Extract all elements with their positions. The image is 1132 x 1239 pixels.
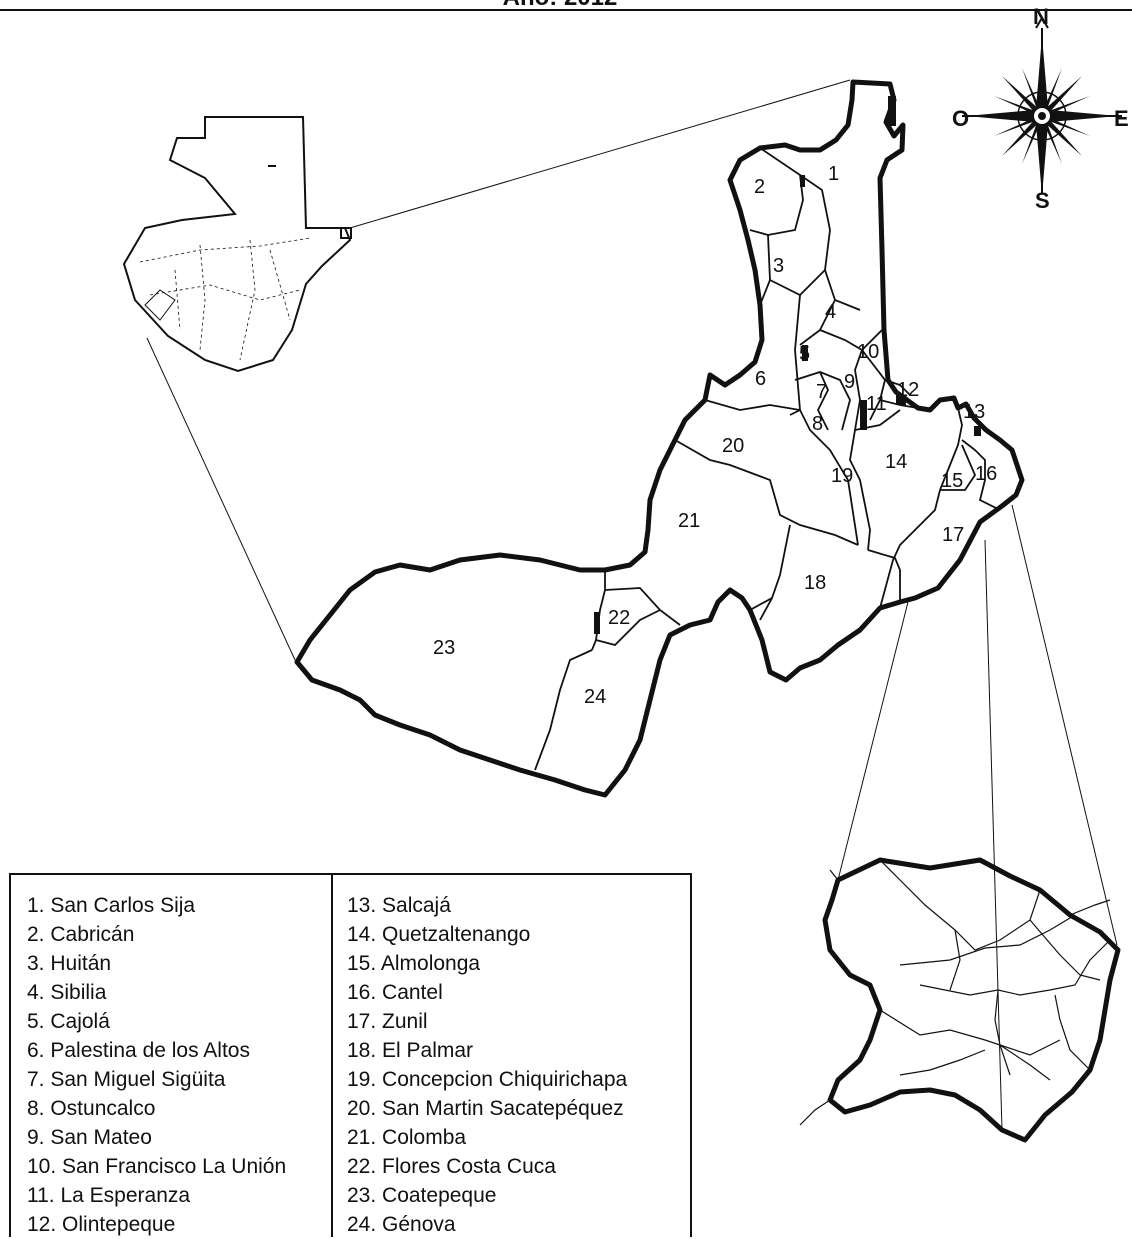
boundary-markers (594, 96, 981, 634)
guatemala-inset-map (122, 116, 352, 373)
detail-connector-lines (837, 504, 1118, 1131)
label-14: 14 (885, 451, 907, 473)
legend-item: 17. Zunil (347, 1010, 428, 1033)
compass-south-label: S (1035, 188, 1050, 213)
legend-column-left: 1. San Carlos Sija 2. Cabricán 3. Huitán… (11, 875, 333, 1237)
detail-inset-outline (822, 857, 1121, 1143)
legend-item: 6. Palestina de los Altos (27, 1039, 250, 1062)
top-rule (0, 9, 1132, 11)
municipality-boundaries (534, 147, 1001, 771)
department-boundary (294, 79, 1025, 798)
legend-column-right: 13. Salcajá 14. Quetzaltenango 15. Almol… (333, 875, 690, 1237)
label-2: 2 (754, 176, 765, 198)
label-20: 20 (722, 435, 744, 457)
label-24: 24 (584, 686, 606, 708)
legend-item: 8. Ostuncalco (27, 1097, 156, 1120)
municipality-labels: 1 2 3 4 5 6 7 8 9 10 11 12 13 14 15 16 1… (433, 163, 997, 708)
label-11: 11 (866, 393, 887, 415)
label-12: 12 (897, 379, 919, 401)
label-9: 9 (844, 371, 855, 393)
legend-item: 10. San Francisco La Unión (27, 1155, 287, 1178)
inset-connector-lines (146, 79, 851, 661)
compass-rose-icon (962, 16, 1122, 196)
label-3: 3 (773, 255, 784, 277)
label-13: 13 (963, 401, 985, 423)
guatemala-outline (122, 116, 352, 373)
legend-item: 11. La Esperanza (27, 1184, 191, 1207)
legend-item: 3. Huitán (27, 952, 112, 975)
label-8: 8 (812, 413, 823, 435)
legend-item: 21. Colomba (347, 1126, 467, 1149)
legend-item: 20. San Martin Sacatepéquez (347, 1097, 624, 1120)
label-19: 19 (831, 465, 853, 487)
label-7: 7 (816, 381, 827, 403)
label-4: 4 (825, 301, 836, 323)
label-17: 17 (942, 524, 964, 546)
label-10: 10 (857, 341, 879, 363)
legend-item: 19. Concepcion Chiquirichapa (347, 1068, 628, 1091)
legend-item: 5. Cajolá (27, 1010, 110, 1033)
label-1: 1 (828, 163, 839, 185)
legend-item: 2. Cabricán (27, 923, 135, 946)
legend-item: 12. Olintepeque (27, 1213, 176, 1236)
compass-west-label: O (952, 106, 970, 131)
municipality-legend: 1. San Carlos Sija 2. Cabricán 3. Huitán… (9, 873, 692, 1237)
legend-item: 9. San Mateo (27, 1126, 152, 1149)
legend-item: 1. San Carlos Sija (27, 894, 196, 917)
compass-east-label: E (1114, 106, 1129, 131)
legend-item: 4. Sibilia (27, 981, 107, 1004)
compass-north-label: N (1033, 4, 1049, 29)
legend-item: 24. Génova (347, 1213, 456, 1236)
figure-title: Año: 2012 (440, 0, 680, 12)
legend-item: 22. Flores Costa Cuca (347, 1155, 556, 1178)
legend-item: 13. Salcajá (347, 894, 451, 917)
label-5: 5 (799, 343, 810, 365)
legend-item: 16. Cantel (347, 981, 443, 1004)
legend-item: 15. Almolonga (347, 952, 481, 975)
legend-item: 18. El Palmar (347, 1039, 474, 1062)
label-16: 16 (975, 463, 997, 485)
label-22: 22 (608, 607, 630, 629)
legend-item: 7. San Miguel Sigüita (27, 1068, 226, 1091)
label-18: 18 (804, 572, 826, 594)
detail-inset-map (799, 857, 1121, 1143)
label-21: 21 (678, 510, 700, 532)
label-15: 15 (941, 470, 963, 492)
legend-item: 14. Quetzaltenango (347, 923, 531, 946)
label-6: 6 (755, 368, 766, 390)
label-23: 23 (433, 637, 455, 659)
legend-item: 23. Coatepeque (347, 1184, 497, 1207)
